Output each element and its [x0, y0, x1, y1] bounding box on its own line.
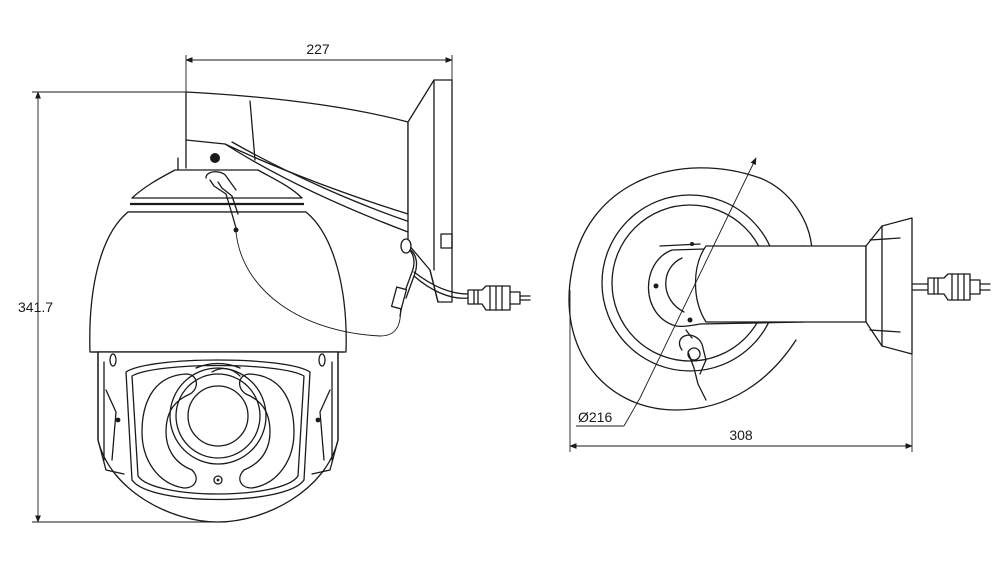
dimension-label-341-7: 341.7	[18, 299, 53, 315]
dimension-label-diameter: Ø216	[578, 409, 612, 425]
dome-housing	[89, 157, 347, 353]
top-view: Ø216 308	[568, 157, 991, 452]
dimension-total-height: 341.7	[18, 91, 218, 523]
camera-body	[97, 351, 339, 523]
power-plug	[911, 273, 991, 301]
cable-connector	[390, 238, 531, 317]
dimension-label-227: 227	[306, 41, 330, 57]
safety-cable	[205, 171, 401, 337]
front-view: 227 341.7	[18, 41, 531, 523]
dimension-bracket-width: 227	[185, 41, 453, 92]
dimension-label-308: 308	[729, 427, 753, 443]
wall-bracket	[185, 79, 453, 303]
dimension-dome-diameter: Ø216	[576, 157, 757, 427]
dimension-total-depth: 308	[569, 290, 913, 452]
